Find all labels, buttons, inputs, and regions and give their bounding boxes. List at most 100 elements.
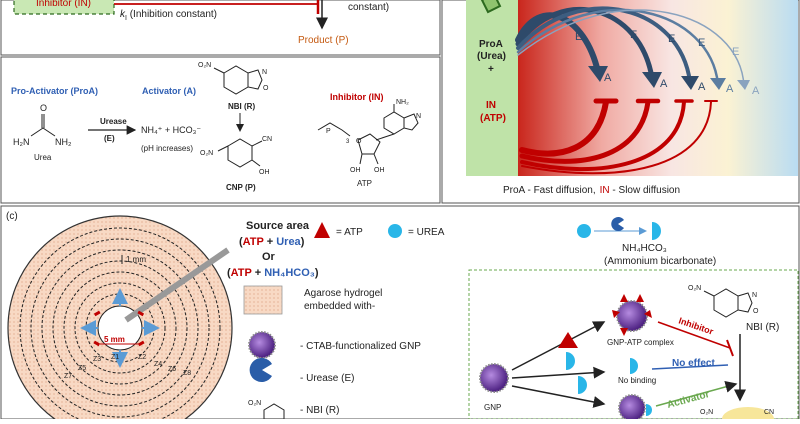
reaction-product: NH₄HCO₃ xyxy=(622,243,667,254)
urea-legend: = UREA xyxy=(408,227,445,238)
atp-nh2: NH₂ xyxy=(396,99,409,106)
constant-text: constant) xyxy=(348,2,389,13)
urease-enzyme-icon xyxy=(611,217,624,231)
nbi-no2: O₂N xyxy=(198,62,211,69)
reaction-caption: (Ammonium bicarbonate) xyxy=(604,256,716,267)
agarose-swatch xyxy=(243,285,283,315)
atp-oh-right: OH xyxy=(374,167,385,174)
urea-h2n: H₂N xyxy=(13,137,30,147)
inhibitor-box xyxy=(13,0,115,15)
source-or: Or xyxy=(262,251,276,263)
inhibitor-box-label: Inhibitor (IN) xyxy=(36,0,91,9)
nbi-right-no2: O₂N xyxy=(688,285,701,292)
legend-nbi: - NBI (R) xyxy=(300,405,339,416)
legend-embedded: embedded with- xyxy=(304,301,375,312)
e-label-1: E xyxy=(575,31,582,43)
diffusion-panel: ProA (Urea) + IN (ATP) E E E E E A A A A… xyxy=(466,0,798,196)
nbi-n: N xyxy=(262,69,267,76)
nbi-caption: NBI (R) xyxy=(228,102,255,111)
atp-triangle-icon xyxy=(314,222,330,238)
cnp-oh: OH xyxy=(259,169,270,176)
hydrogel-disc: 1 mm 5 mm Z1 Z2 Z3 Z4 Z5 Z6 Z7 Z8 xyxy=(7,215,233,424)
panel-a-frame xyxy=(0,0,441,56)
ph-note: (pH increases) xyxy=(141,144,193,153)
inhibitor-pathway-arrow xyxy=(657,321,734,357)
in-line2: (ATP) xyxy=(480,113,506,124)
source-option-2: (ATP + NH₄HCO₃) xyxy=(227,267,319,279)
zone-z6: Z6 xyxy=(168,366,176,373)
a-label-1: A xyxy=(604,72,612,84)
atp-structure xyxy=(317,104,419,165)
source-option-1: (ATP + Urea) xyxy=(239,236,305,248)
zone-z5: Z5 xyxy=(78,365,86,372)
a-label-5: A xyxy=(752,85,760,97)
gnp-product-complex xyxy=(618,394,652,422)
cnp-structure xyxy=(217,138,263,168)
activator-arcs xyxy=(515,6,745,87)
nbi-right-o: O xyxy=(753,308,759,315)
zone-z8: Z8 xyxy=(183,370,191,377)
urea-structure xyxy=(30,114,56,137)
legend-urease: - Urease (E) xyxy=(300,373,354,384)
no-binding-urea-icon xyxy=(630,358,638,374)
nbi-right-label: NBI (R) xyxy=(746,322,779,333)
branch-atp-icon xyxy=(558,332,578,348)
gnp-legend-icon xyxy=(248,331,276,359)
branch-product-icon xyxy=(578,376,587,394)
nbi-structure xyxy=(213,65,263,95)
zone-z7: Z7 xyxy=(64,373,72,380)
zone-z2: Z2 xyxy=(138,354,146,361)
activator-heading: Activator (A) xyxy=(142,86,196,96)
panel-c-label: (c) xyxy=(6,211,18,222)
legend-nbi-no2: O₂N xyxy=(248,400,261,407)
legend-nbi-ring xyxy=(263,403,285,420)
nbi-o: O xyxy=(263,85,269,92)
e-label-4: E xyxy=(698,37,705,49)
panel-right-frame xyxy=(441,0,800,204)
urea-circle-icon xyxy=(388,224,402,238)
a-label-4: A xyxy=(726,83,734,95)
atp-oh-left: OH xyxy=(350,167,361,174)
top-scheme: Inhibitor (IN) kI (Inhibition constant) … xyxy=(13,0,389,46)
no-effect-line xyxy=(651,364,729,370)
cnp-no2: O₂N xyxy=(200,150,213,157)
activator-pathway-arrow xyxy=(655,380,738,407)
no-binding-label: No binding xyxy=(618,376,656,385)
urea-nh2: NH₂ xyxy=(55,137,72,147)
product-cn-fragment: CN xyxy=(764,409,774,416)
atp-o: O xyxy=(356,138,362,145)
pipette xyxy=(124,247,230,323)
atp-caption: ATP xyxy=(357,179,372,188)
k-label: kI (Inhibition constant) xyxy=(120,9,217,22)
scale-1mm-label: 1 mm xyxy=(126,255,146,264)
e-label-5: E xyxy=(732,46,739,58)
cnp-cn: CN xyxy=(262,136,272,143)
source-flask-icon xyxy=(480,0,502,14)
urea-caption: Urea xyxy=(34,153,52,162)
product-label: Product (P) xyxy=(298,35,349,46)
atp-sub3: 3 xyxy=(346,139,350,145)
inhibitor-heading: Inhibitor (IN) xyxy=(330,92,384,102)
gnp-atp-complex-label: GNP-ATP complex xyxy=(607,338,674,347)
zone-z1: Z1 xyxy=(111,354,119,361)
urease-label: Urease xyxy=(100,117,127,126)
panel-b-frame xyxy=(0,56,441,204)
atp-n: N xyxy=(416,113,421,120)
zone-z3: Z3 xyxy=(93,356,101,363)
branch-urea-icon xyxy=(566,352,575,370)
a-label-3: A xyxy=(698,81,706,93)
nbi-right-n: N xyxy=(752,292,757,299)
enzyme-label: (E) xyxy=(104,134,115,143)
atp-legend: = ATP xyxy=(336,227,363,238)
urea-o: O xyxy=(40,103,47,113)
reaction-products: NH₄⁺ + HCO₃⁻ xyxy=(141,125,201,135)
source-area-heading: Source area xyxy=(246,220,310,232)
inhibitor-arcs xyxy=(519,99,712,175)
gnp-left xyxy=(479,363,509,393)
inhibitor-path-label: Inhibitor xyxy=(677,315,715,336)
product-shape-icon xyxy=(652,222,661,240)
proa-heading: Pro-Activator (ProA) xyxy=(11,86,98,96)
proa-line2: (Urea) xyxy=(477,51,506,62)
gnp-label: GNP xyxy=(484,403,501,412)
